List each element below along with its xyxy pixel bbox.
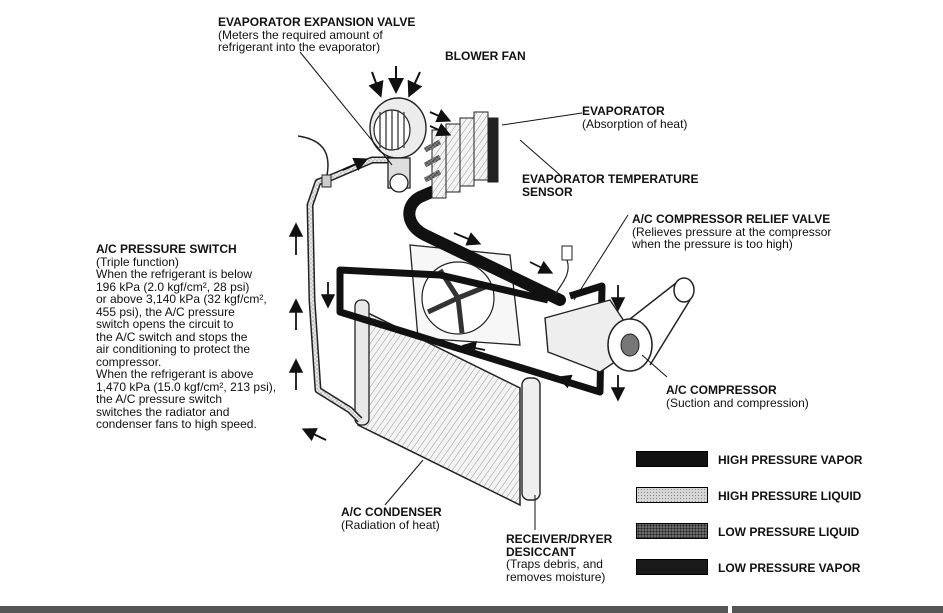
label-temp-sensor: EVAPORATOR TEMPERATURE SENSOR bbox=[522, 173, 698, 198]
compressor-title: A/C COMPRESSOR bbox=[666, 383, 777, 397]
legend-label: HIGH PRESSURE LIQUID bbox=[718, 489, 862, 503]
expansion-valve-title: EVAPORATOR EXPANSION VALVE bbox=[218, 15, 416, 29]
pressure-switch-desc-8: air conditioning to protect the bbox=[96, 342, 251, 356]
label-expansion-valve: EVAPORATOR EXPANSION VALVE (Meters the r… bbox=[218, 16, 415, 54]
expansion-valve-desc-1: (Meters the required amount of bbox=[218, 27, 383, 42]
pressure-switch-desc-4: or above 3,140 kPa (32 kgf/cm², bbox=[96, 292, 267, 306]
temp-sensor-title-2: SENSOR bbox=[522, 184, 573, 199]
pressure-switch-desc-2: When the refrigerant is below bbox=[96, 267, 253, 281]
pressure-switch-desc-11: 1,470 kPa (15.0 kgf/cm², 213 psi), bbox=[96, 379, 277, 394]
condenser-title: A/C CONDENSER bbox=[341, 505, 442, 519]
legend-item-high-pressure-vapor: HIGH PRESSURE VAPOR bbox=[636, 451, 936, 469]
condenser bbox=[354, 299, 521, 507]
relief-valve-title: A/C COMPRESSOR RELIEF VALVE bbox=[632, 212, 831, 226]
high-pressure-vapor-line bbox=[336, 266, 606, 396]
label-condenser: A/C CONDENSER (Radiation of heat) bbox=[341, 506, 442, 531]
pressure-switch-desc-14: condenser fans to high speed. bbox=[96, 417, 257, 431]
compressor-desc: (Suction and compression) bbox=[666, 395, 809, 410]
condenser-desc: (Radiation of heat) bbox=[341, 517, 440, 532]
label-relief-valve: A/C COMPRESSOR RELIEF VALVE (Relieves pr… bbox=[632, 213, 831, 251]
legend-label: HIGH PRESSURE VAPOR bbox=[718, 453, 863, 467]
receiver-desc-1: (Traps debris, and bbox=[506, 557, 603, 571]
label-blower-fan: BLOWER FAN bbox=[445, 50, 526, 63]
receiver-title-1: RECEIVER/DRYER bbox=[506, 532, 613, 546]
relief-valve-desc-1: (Relieves pressure at the compressor bbox=[632, 224, 832, 239]
legend-swatch bbox=[636, 451, 708, 467]
blower-fan bbox=[368, 66, 427, 159]
legend-item-high-pressure-liquid: HIGH PRESSURE LIQUID bbox=[636, 487, 936, 505]
receiver-dryer bbox=[521, 377, 541, 501]
pressure-switch-desc-3: 196 kPa (2.0 kgf/cm², 28 psi) bbox=[96, 279, 250, 294]
flow-arrows bbox=[288, 109, 626, 442]
pressure-switch-desc-9: compressor. bbox=[96, 354, 162, 369]
receiver-title-2: DESICCANT bbox=[506, 544, 577, 559]
pressure-switch-desc-10: When the refrigerant is above bbox=[96, 367, 254, 381]
relief-valve-desc-2: when the pressure is too high) bbox=[632, 237, 793, 251]
pressure-switch-wire bbox=[297, 135, 329, 181]
low-pressure-vapor-line bbox=[403, 179, 566, 306]
label-evaporator: EVAPORATOR (Absorption of heat) bbox=[582, 105, 687, 130]
evaporator-desc: (Absorption of heat) bbox=[582, 116, 688, 131]
leader-lines bbox=[299, 51, 668, 530]
blower-fan-title: BLOWER FAN bbox=[445, 49, 526, 63]
legend-swatch bbox=[636, 523, 708, 539]
bottom-border bbox=[0, 606, 943, 613]
expansion-valve-desc-2: refrigerant into the evaporator) bbox=[218, 40, 381, 54]
pressure-switch-desc-7: the A/C switch and stops the bbox=[96, 329, 248, 344]
pressure-switch-desc-13: switches the radiator and bbox=[96, 404, 230, 419]
legend-label: LOW PRESSURE VAPOR bbox=[718, 561, 861, 575]
legend-swatch bbox=[636, 487, 708, 503]
evaporator-title: EVAPORATOR bbox=[582, 104, 665, 118]
pressure-switch-title: A/C PRESSURE SWITCH bbox=[96, 242, 237, 256]
temp-sensor-title-1: EVAPORATOR TEMPERATURE bbox=[522, 172, 699, 186]
pressure-switch-desc-6: switch opens the circuit to bbox=[96, 317, 234, 331]
expansion-valve bbox=[387, 157, 411, 193]
receiver-desc-2: removes moisture) bbox=[506, 569, 606, 584]
legend-item-low-pressure-vapor: LOW PRESSURE VAPOR bbox=[636, 559, 936, 577]
label-pressure-switch: A/C PRESSURE SWITCH (Triple function) Wh… bbox=[96, 243, 276, 431]
pressure-switch-desc-1: (Triple function) bbox=[96, 254, 179, 269]
label-compressor: A/C COMPRESSOR (Suction and compression) bbox=[666, 384, 809, 409]
legend-item-low-pressure-liquid: LOW PRESSURE LIQUID bbox=[636, 523, 936, 541]
evaporator bbox=[423, 111, 499, 199]
compressor bbox=[544, 245, 695, 373]
legend-label: LOW PRESSURE LIQUID bbox=[718, 525, 860, 539]
pressure-switch-desc-12: the A/C pressure switch bbox=[96, 392, 223, 406]
pressure-switch-desc-5: 455 psi), the A/C pressure bbox=[96, 304, 235, 319]
label-receiver-dryer: RECEIVER/DRYER DESICCANT (Traps debris, … bbox=[506, 533, 612, 583]
legend-swatch bbox=[636, 559, 708, 575]
